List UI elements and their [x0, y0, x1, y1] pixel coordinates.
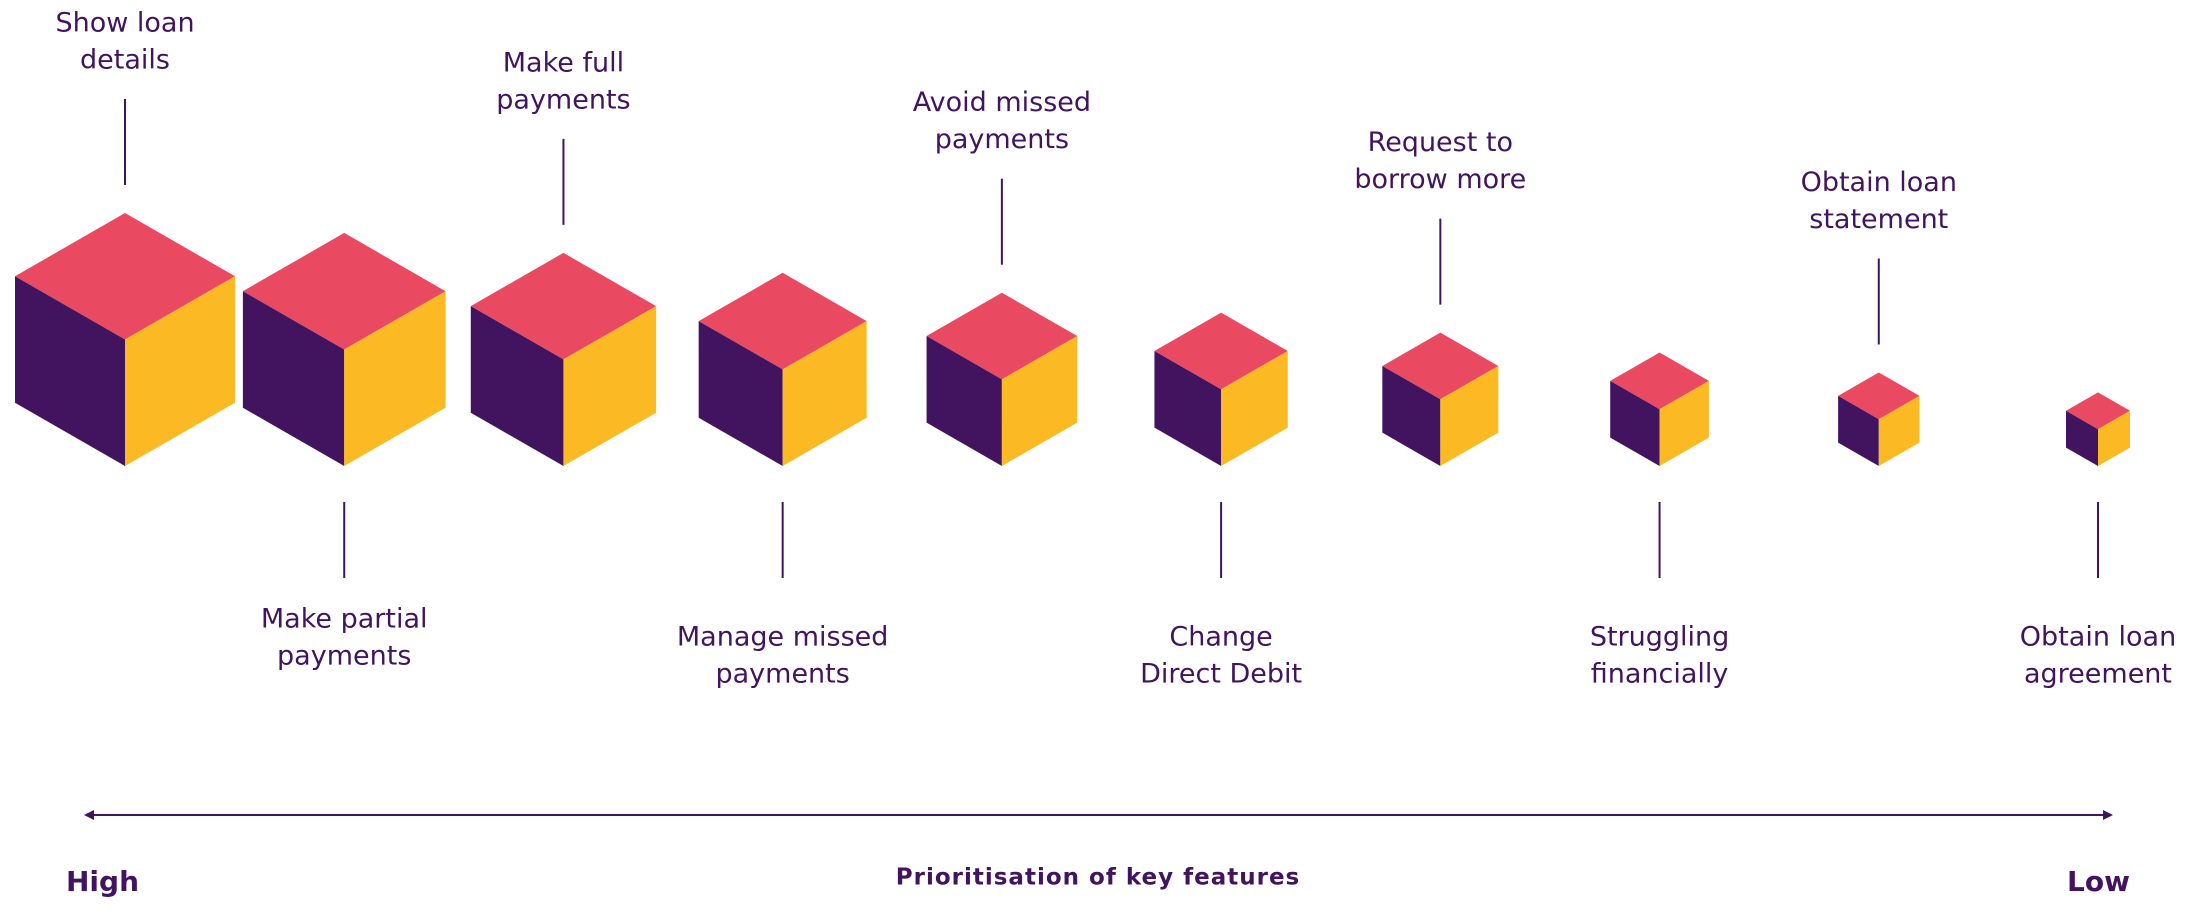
priority-axis: High Prioritisation of key features Low [66, 810, 2130, 898]
cube-left-face [470, 306, 564, 466]
feature-label-line: Make partial [261, 604, 428, 635]
feature-label-line: Show loan [55, 8, 194, 39]
feature-label-line: borrow more [1354, 164, 1526, 195]
cube-right-face [344, 291, 446, 466]
feature-label-line: financially [1591, 659, 1729, 690]
feature-label-line: Manage missed [677, 622, 889, 653]
cube-right-face [782, 321, 867, 466]
cube-left-face [242, 291, 345, 466]
feature-label-line: payments [935, 124, 1069, 155]
feature-label-line: Struggling [1590, 622, 1729, 653]
cube-top-face [1154, 312, 1288, 390]
cube-right-face [1001, 336, 1078, 466]
feature-8: Struggling financially [1590, 352, 1729, 690]
cube-left-face [1154, 351, 1222, 466]
cube-top-face [1838, 372, 1920, 420]
axis-arrow-left-icon [84, 810, 94, 820]
cube-left-face [1610, 380, 1660, 466]
feature-label-line: payments [277, 641, 411, 672]
feature-label-line: Change [1169, 622, 1272, 653]
axis-high-label: High [66, 865, 139, 898]
feature-label-line: payments [715, 659, 849, 690]
feature-label-line: Request to [1368, 127, 1513, 158]
cube-left-face [926, 336, 1002, 466]
feature-label-line: agreement [2024, 659, 2172, 690]
feature-label-line: payments [496, 84, 630, 115]
axis-low-label: Low [2067, 865, 2130, 898]
feature-label-line: Obtain loan [2020, 622, 2176, 653]
feature-label-line: Make full [503, 47, 624, 78]
cube-top-face [926, 292, 1078, 380]
feature-label-line: details [80, 45, 170, 76]
cube-right-face [125, 276, 235, 466]
cube-right-face [1221, 351, 1288, 466]
cube-left-face [1838, 395, 1879, 466]
cube-right-face [1659, 380, 1709, 466]
cube-left-face [698, 321, 783, 466]
feature-label-line: Direct Debit [1140, 659, 1302, 690]
cube-right-face [1440, 365, 1499, 466]
axis-arrow-right-icon [2103, 810, 2113, 820]
feature-9: Obtain loan statement [1801, 167, 1957, 466]
cube-right-face [1878, 395, 1920, 466]
cube-left-face [15, 276, 125, 466]
feature-7: Request to borrow more [1354, 127, 1526, 466]
feature-2: Make partial payments [242, 232, 446, 672]
cube-left-face [1382, 365, 1441, 466]
axis-title: Prioritisation of key features [896, 865, 1300, 891]
feature-label-line: statement [1809, 204, 1948, 235]
cube-left-face [2066, 410, 2098, 466]
feature-1: Show loan details [15, 8, 235, 466]
cube-right-face [563, 306, 657, 466]
feature-10: Obtain loan agreement [2020, 392, 2176, 690]
feature-4: Manage missed payments [677, 272, 889, 690]
cube-right-face [2098, 410, 2130, 466]
feature-label-line: Obtain loan [1801, 167, 1957, 198]
cube-top-face [1610, 352, 1709, 410]
feature-label-line: Avoid missed [913, 87, 1091, 118]
feature-3: Make full payments [470, 47, 657, 466]
feature-5: Avoid missed payments [913, 87, 1091, 466]
